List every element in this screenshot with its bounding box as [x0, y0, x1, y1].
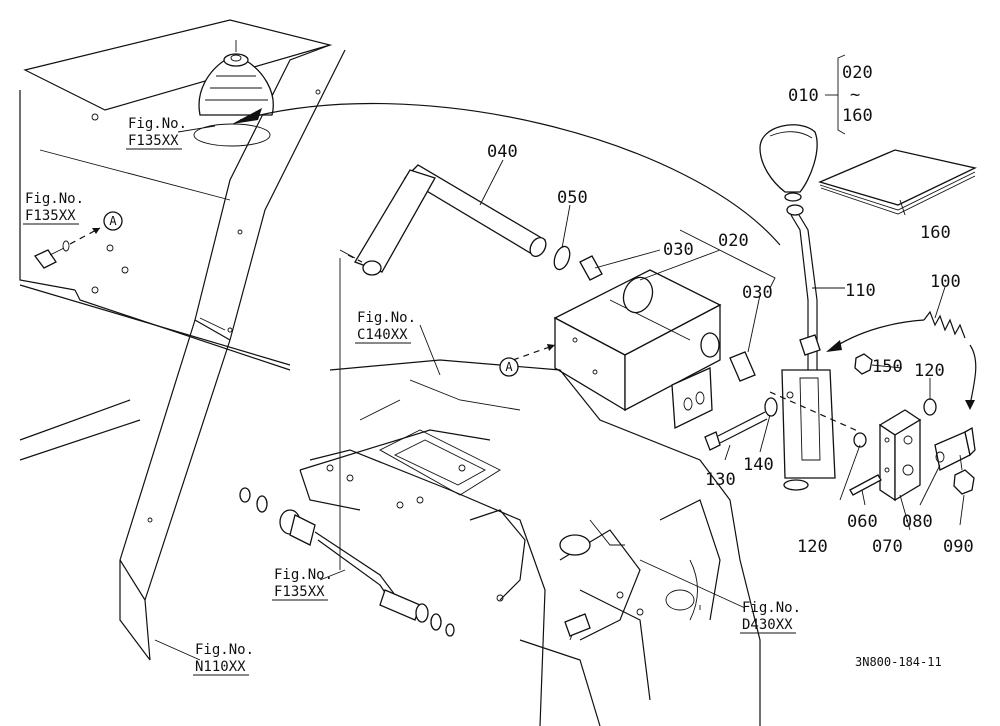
figref-boot: Fig.No. F135XX: [126, 116, 187, 150]
label-120-left: 120: [797, 537, 828, 557]
figref-label: Fig.No.: [128, 116, 187, 132]
label-140: 140: [743, 455, 774, 475]
guide-block: [878, 409, 922, 502]
figref-label: Fig.No.: [357, 310, 416, 326]
mounting-bolt-left: [33, 227, 101, 269]
label-090: 090: [943, 537, 974, 557]
washer-120-right: [923, 398, 937, 416]
drawing-code: 3N800-184-11: [855, 655, 942, 669]
figref-code: N110XX: [195, 659, 246, 675]
figref-transmission: Fig.No. C140XX: [355, 310, 416, 344]
label-130: 130: [705, 470, 736, 490]
figref-code: D430XX: [742, 617, 793, 633]
collar-lower: [729, 351, 756, 382]
figref-code: F135XX: [128, 133, 179, 149]
label-070: 070: [872, 537, 903, 557]
relation-arrowhead: [232, 108, 262, 124]
stop-plate: [934, 426, 976, 471]
label-040: 040: [487, 142, 518, 162]
label-010: 010: [788, 86, 819, 106]
transmission-housing: [299, 359, 761, 726]
marker-a-left: A: [103, 211, 123, 231]
return-spring: [923, 310, 977, 410]
label-110: 110: [845, 281, 876, 301]
shift-lever: [759, 124, 836, 491]
snap-ring: [553, 245, 571, 271]
figref-label: Fig.No.: [274, 567, 333, 583]
label-160-range-end: 160: [842, 106, 873, 126]
pivot-axis: [769, 391, 861, 433]
figref-code: F135XX: [25, 208, 76, 224]
bolt-130: [704, 411, 768, 451]
washer-120-left: [853, 432, 867, 448]
label-100: 100: [930, 272, 961, 292]
callout-bracket-020: [679, 229, 776, 289]
label-030-lower: 030: [742, 283, 773, 303]
shift-cable: [239, 487, 455, 637]
figref-left-bolt: Fig.No. F135XX: [23, 191, 84, 225]
label-120-right: 120: [914, 361, 945, 381]
figref-frame: Fig.No. N110XX: [193, 642, 254, 676]
leader-lines: [154, 54, 965, 661]
shift-rod: [339, 164, 547, 276]
figref-label: Fig.No.: [25, 191, 84, 207]
bolt-090: [953, 454, 975, 495]
lever-bracket: [512, 269, 722, 430]
figref-housing: Fig.No. D430XX: [740, 600, 801, 634]
floor-panel: [19, 19, 333, 461]
label-range-tilde: ~: [850, 85, 860, 105]
figref-cable: Fig.No. F135XX: [272, 567, 333, 601]
washer-140: [764, 397, 778, 417]
figref-label: Fig.No.: [742, 600, 801, 616]
label-080: 080: [902, 512, 933, 532]
marker-text: A: [505, 360, 513, 374]
figref-code: F135XX: [274, 584, 325, 600]
figref-code: C140XX: [357, 327, 408, 343]
spring-arc: [829, 319, 925, 351]
marker-a-center: A: [499, 357, 519, 377]
label-020: 020: [718, 231, 749, 251]
label-050: 050: [557, 188, 588, 208]
rubber-boot: [193, 40, 274, 147]
collar-upper: [579, 255, 603, 281]
pin-060: [849, 474, 882, 496]
relation-arc: [239, 102, 781, 246]
instruction-booklet: [818, 149, 977, 215]
label-060: 060: [847, 512, 878, 532]
nut-150: [854, 353, 873, 375]
label-160: 160: [920, 223, 951, 243]
label-150: 150: [872, 357, 903, 377]
marker-text: A: [109, 214, 117, 228]
label-030-upper: 030: [663, 240, 694, 260]
frame-pillar: [119, 44, 346, 661]
label-020-range-start: 020: [842, 63, 873, 83]
figref-label: Fig.No.: [195, 642, 254, 658]
